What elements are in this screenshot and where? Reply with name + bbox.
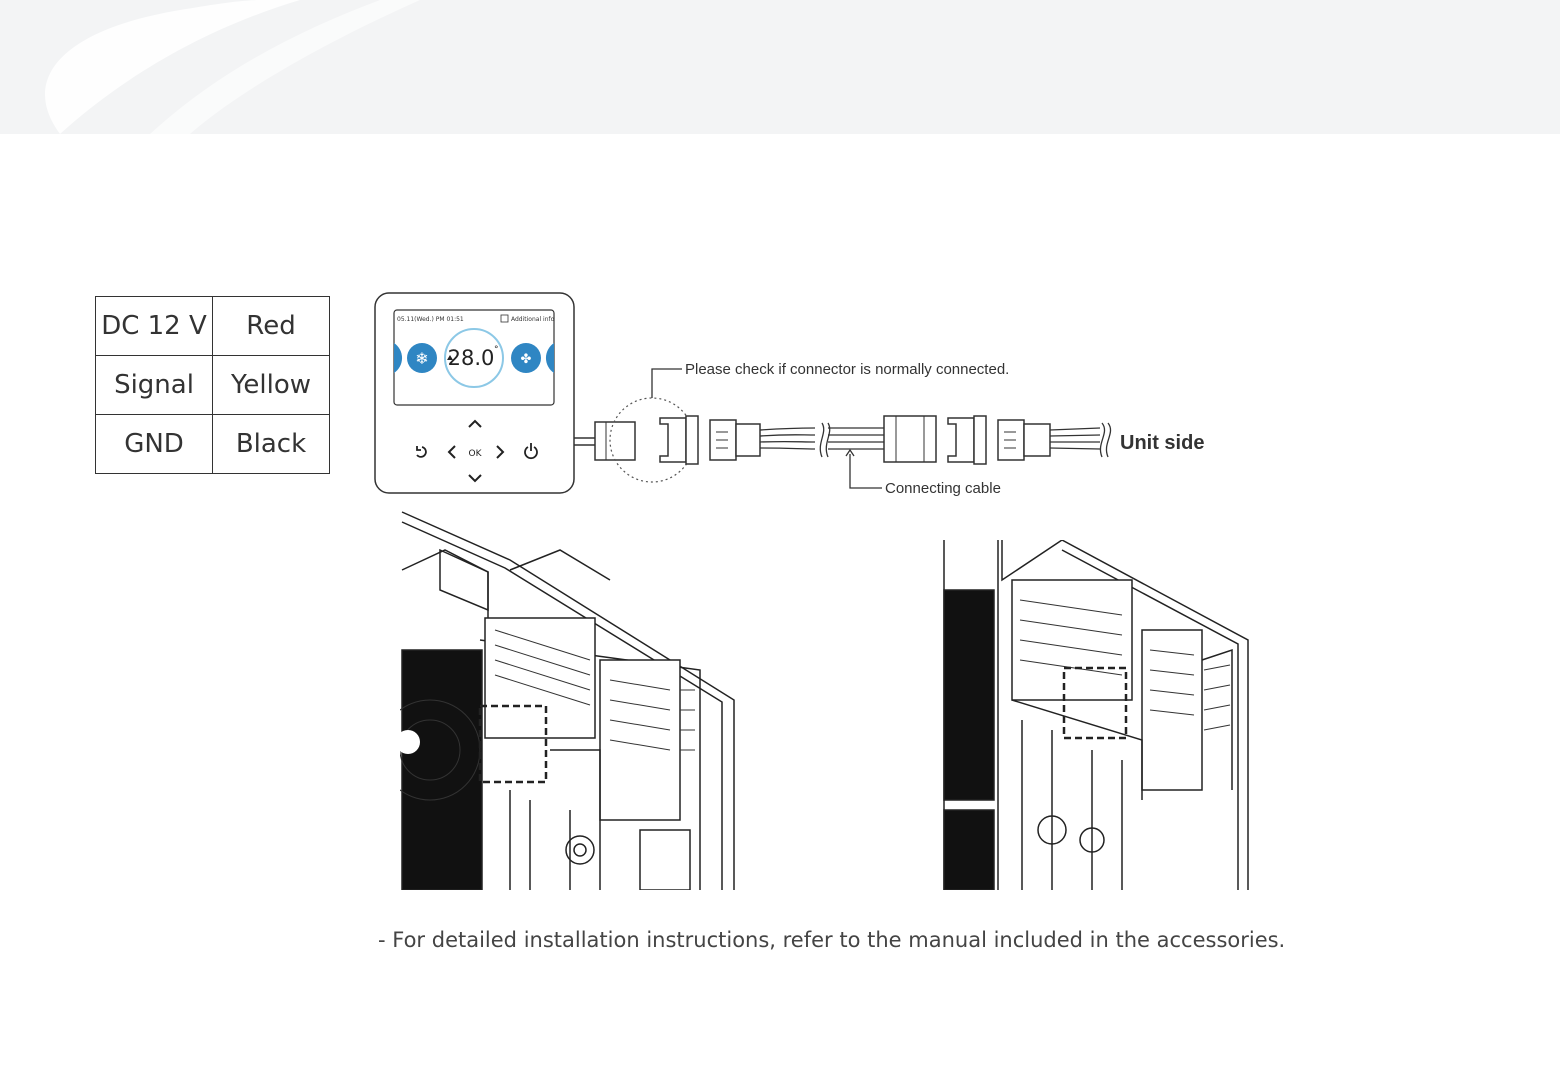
wire-signal-cell: GND [96,415,213,474]
header-band [0,0,1560,134]
cable-coupler [884,416,936,462]
wire-color-cell: Yellow [213,356,330,415]
connector-check-callout: Please check if connector is normally co… [685,361,1009,378]
outdoor-unit-right-illustration [942,540,1250,890]
unit-side-label: Unit side [1120,432,1204,454]
temperature-value: 28.0 [448,346,495,370]
ok-button[interactable]: OK [469,449,483,459]
status-datetime: 05.11(Wed.) PM 01:51 [397,316,464,323]
controller-plug [595,422,635,460]
table-row: DC 12 V Red [96,297,330,356]
unit-connector-socket [948,418,974,462]
connecting-cable-callout: Connecting cable [885,480,1001,497]
installation-footnote: - For detailed installation instructions… [378,928,1285,952]
wire-color-cell: Red [213,297,330,356]
connector-socket [660,418,686,462]
connecting-cable-wires [760,423,884,457]
header-swoosh [0,0,1560,134]
svg-text:❄: ❄ [415,351,428,368]
table-row: GND Black [96,415,330,474]
remote-controller: 05.11(Wed.) PM 01:51 Additional info ❄ 2… [375,293,574,493]
temperature-unit: ° [494,345,499,355]
wire-signal-cell: DC 12 V [96,297,213,356]
wiring-table: DC 12 V Red Signal Yellow GND Black [95,296,330,474]
table-row: Signal Yellow [96,356,330,415]
outdoor-unit-left-illustration [400,510,735,890]
svg-text:✤: ✤ [521,351,532,366]
connection-diagram: 05.11(Wed.) PM 01:51 Additional info ❄ 2… [370,288,1230,503]
wire-signal-cell: Signal [96,356,213,415]
status-info: Additional info [511,316,555,323]
wire-color-cell: Black [213,415,330,474]
